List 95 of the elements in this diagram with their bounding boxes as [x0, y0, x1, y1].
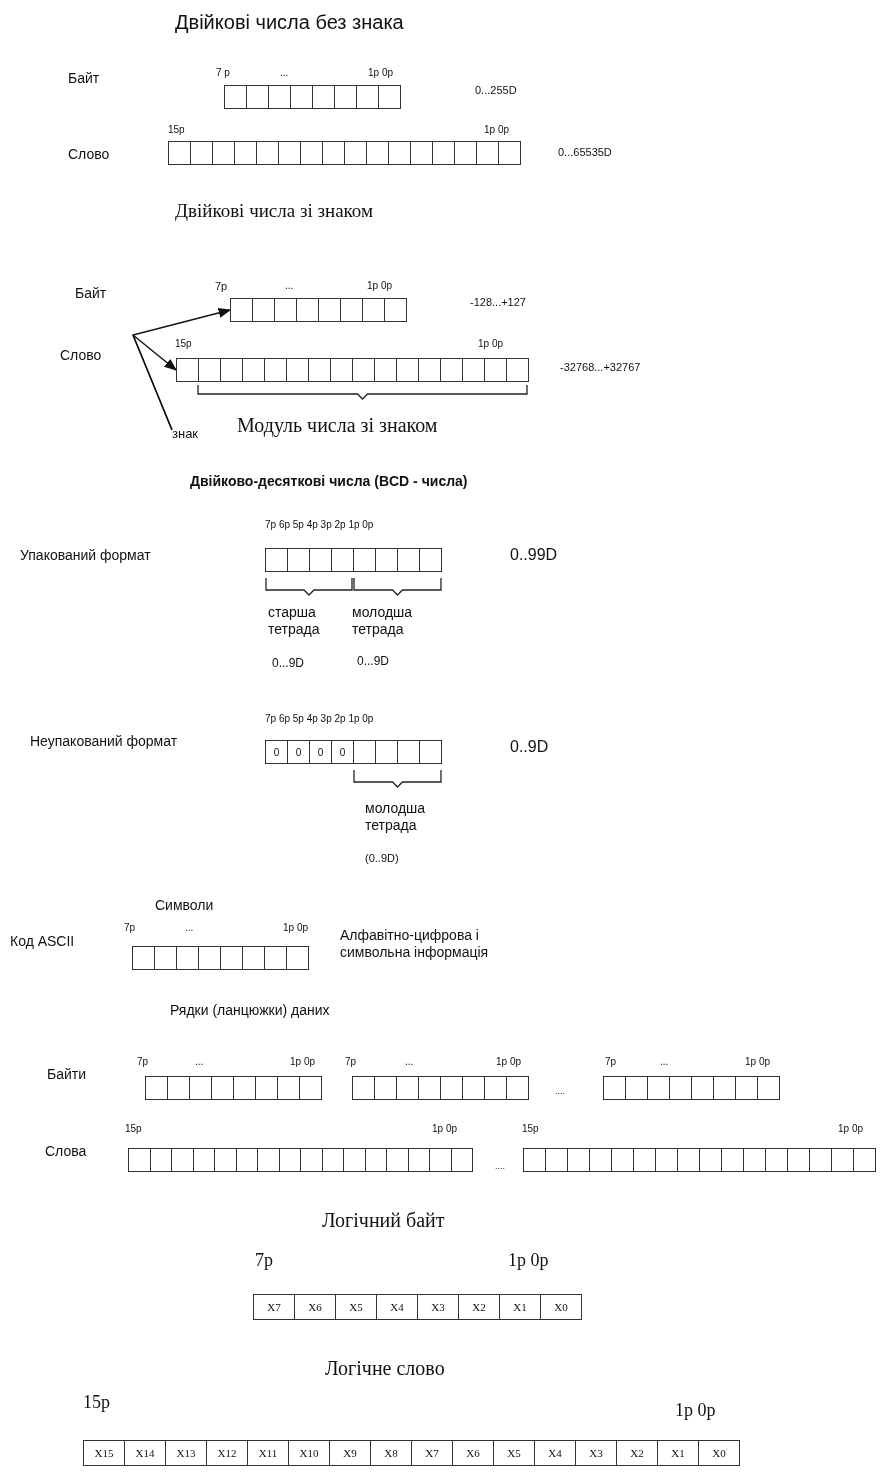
section-heading: Логічний байт	[322, 1208, 445, 1232]
bit-labels: 7р 6р 5р 4р 3р 2р 1р 0р	[265, 713, 374, 725]
bit-cell: X5	[493, 1440, 535, 1466]
row-label: Слова	[45, 1143, 87, 1160]
section-heading: Двійково-десяткові числа (BCD - числа)	[190, 473, 468, 490]
range-label: 0...255D	[475, 84, 517, 98]
range-label: 0...9D	[357, 654, 389, 669]
range-label: 0...9D	[272, 656, 304, 671]
bit-cell: X14	[124, 1440, 166, 1466]
bit-label: 15р	[83, 1392, 110, 1414]
range-label: -32768...+32767	[560, 361, 641, 375]
bit-cell: X2	[616, 1440, 658, 1466]
bit-label: 15р	[125, 1123, 142, 1135]
bit-cell: 0	[331, 740, 354, 764]
bit-cell: X13	[165, 1440, 207, 1466]
bit-cell: X11	[247, 1440, 289, 1466]
bit-label: 1р 0р	[290, 1056, 316, 1068]
bit-cell: 0	[287, 740, 310, 764]
brace-caption: старша тетрада	[268, 604, 321, 638]
brace-caption: молодша тетрада	[352, 604, 414, 638]
bit-label: 7р	[255, 1250, 273, 1272]
bit-label: 1р 0р	[745, 1056, 771, 1068]
bit-label: 1р 0р	[496, 1056, 522, 1068]
bit-labels: 7р 6р 5р 4р 3р 2р 1р 0р	[265, 519, 374, 531]
bit-cell: X1	[657, 1440, 699, 1466]
bit-label: 15р	[522, 1123, 539, 1135]
bit-cell: X2	[458, 1294, 500, 1320]
bit-cell: X7	[253, 1294, 295, 1320]
ellipsis: ....	[555, 1086, 565, 1097]
bit-label: 7р	[345, 1056, 357, 1068]
ellipsis: ...	[195, 1056, 204, 1068]
row-label: Неупакований формат	[30, 733, 178, 750]
section-heading: Рядки (ланцюжки) даних	[170, 1002, 330, 1019]
brace-caption: Модуль числа зі знаком	[237, 413, 438, 437]
section-heading: Двійкові числа без знака	[175, 10, 404, 34]
bit-label: 7 р	[216, 67, 230, 79]
bit-cell: X5	[335, 1294, 377, 1320]
range-label: 0..9D	[510, 737, 549, 757]
bit-label: 7р	[605, 1056, 617, 1068]
row-label: Байт	[68, 70, 100, 87]
bit-label: 1р 0р	[838, 1123, 864, 1135]
ellipsis: ...	[285, 280, 294, 292]
bit-label: 1р 0р	[368, 67, 394, 79]
ellipsis: ....	[495, 1161, 505, 1172]
bit-label: 7р	[124, 922, 136, 934]
bit-label: 1р 0р	[283, 922, 309, 934]
bit-cell: X7	[411, 1440, 453, 1466]
range-label: -128...+127	[470, 296, 526, 310]
range-label: 0..99D	[510, 545, 558, 565]
bit-label: 7р	[215, 280, 228, 294]
row-label: Байти	[47, 1066, 87, 1083]
bit-cell	[176, 358, 199, 382]
row-label: Код ASCII	[10, 933, 75, 950]
bit-label: 1р 0р	[478, 338, 504, 350]
bit-cell: X10	[288, 1440, 330, 1466]
bit-cell: X0	[698, 1440, 740, 1466]
bit-cell: X15	[83, 1440, 125, 1466]
bit-label: 1р 0р	[367, 280, 393, 292]
section-heading: Логічне слово	[325, 1356, 445, 1380]
bit-label: 1р 0р	[508, 1250, 549, 1272]
ellipsis: ...	[660, 1056, 669, 1068]
bit-cell: X1	[499, 1294, 541, 1320]
bit-cell: X3	[575, 1440, 617, 1466]
sign-label: знак	[172, 426, 199, 442]
row-label: Слово	[68, 146, 110, 163]
bit-cell: X4	[534, 1440, 576, 1466]
bit-cell: X3	[417, 1294, 459, 1320]
bit-cell: X6	[294, 1294, 336, 1320]
bit-label: 1р 0р	[484, 124, 510, 136]
bit-cell: 0	[309, 740, 332, 764]
bit-cell: X8	[370, 1440, 412, 1466]
range-label: 0...65535D	[558, 146, 612, 160]
bit-cell	[230, 298, 253, 322]
section-heading: Двійкові числа зі знаком	[175, 200, 374, 223]
bit-cell: X4	[376, 1294, 418, 1320]
arrow	[132, 334, 177, 431]
ellipsis: ...	[185, 922, 194, 934]
bit-label: 1р 0р	[675, 1400, 716, 1422]
range-label: (0..9D)	[365, 852, 399, 866]
bit-label: 7р	[137, 1056, 149, 1068]
bit-label: 1р 0р	[432, 1123, 458, 1135]
ellipsis: ...	[405, 1056, 414, 1068]
bit-cell: X9	[329, 1440, 371, 1466]
row-label: Упакований формат	[20, 547, 151, 564]
row-label: Байт	[75, 285, 107, 302]
row-label: Слово	[60, 347, 102, 364]
bit-cell: X6	[452, 1440, 494, 1466]
bit-label: 15р	[168, 124, 185, 136]
ellipsis: ...	[280, 67, 289, 79]
bit-cell: X0	[540, 1294, 582, 1320]
description-text: Алфавітно-цифрова і символьна інформація	[340, 927, 490, 961]
group-heading: Символи	[155, 897, 214, 914]
bit-cell: 0	[265, 740, 288, 764]
bit-cell: X12	[206, 1440, 248, 1466]
brace-caption: молодша тетрада	[365, 800, 427, 834]
